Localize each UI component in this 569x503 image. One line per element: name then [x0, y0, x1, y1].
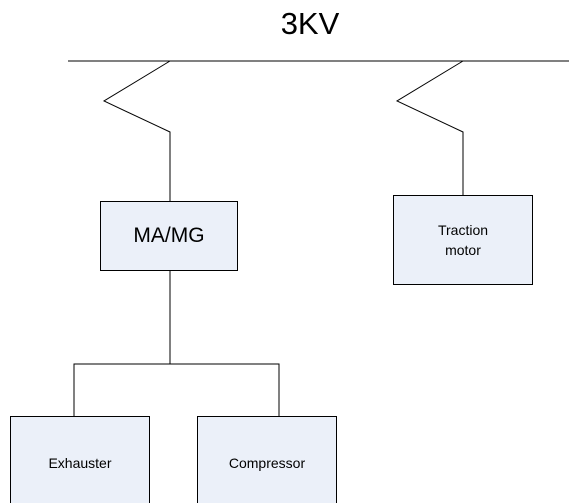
feeder-line-left: [102, 60, 171, 201]
bus-voltage-label: 3KV: [280, 6, 340, 41]
traction-motor-label: Traction motor: [437, 222, 489, 258]
exhauster-box: Exhauster: [10, 416, 150, 503]
branch-line: [73, 363, 280, 416]
exhauster-label: Exhauster: [48, 455, 112, 471]
ma-mg-box: MA/MG: [100, 201, 238, 271]
compressor-box: Compressor: [197, 416, 337, 503]
ma-mg-label: MA/MG: [133, 224, 205, 247]
compressor-label: Compressor: [228, 455, 306, 471]
traction-motor-box: Traction motor: [393, 195, 533, 285]
feeder-line-right: [395, 60, 464, 195]
